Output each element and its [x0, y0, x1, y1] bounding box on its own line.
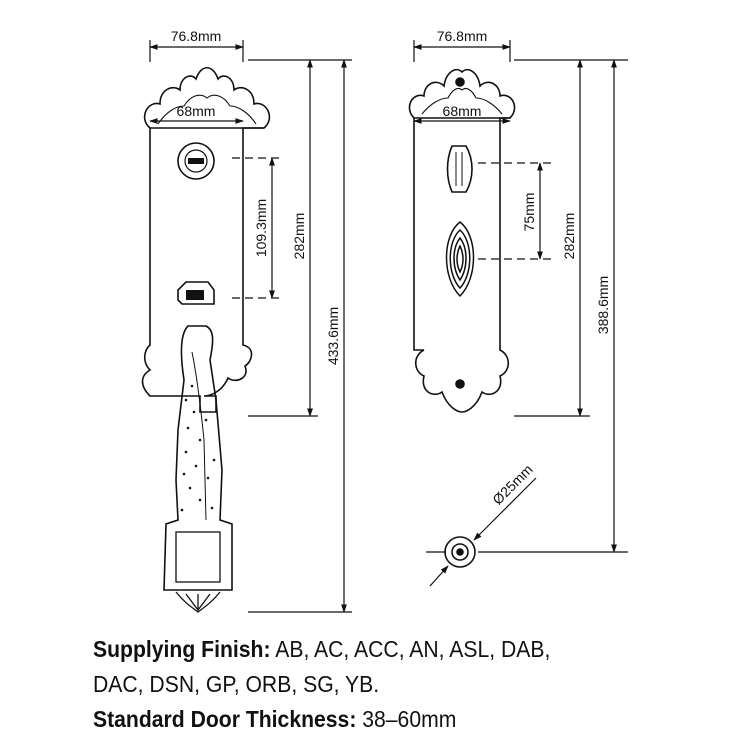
- exterior-inner-width-label: 68mm: [177, 103, 216, 119]
- key-cylinder-core: [184, 149, 208, 173]
- finish-values-line1: AB, AC, ACC, AN, ASL, DAB,: [270, 636, 551, 662]
- thumb-piece-button: [186, 290, 204, 300]
- interior-inner-width-label: 68mm: [443, 103, 482, 119]
- rosette-center: [456, 548, 464, 556]
- interior-width-label: 76.8mm: [437, 28, 488, 44]
- interior-dimensions: [413, 40, 628, 553]
- top-screw: [455, 77, 465, 87]
- diameter-leader-line-lower: [429, 565, 449, 587]
- finish-label: Supplying Finish:: [93, 636, 271, 662]
- thickness-line: Standard Door Thickness: 38–60mm: [93, 702, 682, 737]
- key-cylinder: [177, 142, 215, 180]
- cylinder-to-thumb-label: 109.3mm: [253, 199, 269, 257]
- exterior-plate-inner-band: [157, 94, 257, 125]
- exterior-width-label: 76.8mm: [171, 28, 222, 44]
- specifications-block: Supplying Finish: AB, AC, ACC, AN, ASL, …: [93, 632, 682, 737]
- finish-values-line2: DAC, DSN, GP, ORB, SG, YB.: [93, 671, 380, 697]
- diameter-leader-line: [473, 477, 537, 541]
- rosette-inner: [451, 543, 469, 561]
- exterior-grip-handle: [163, 325, 233, 591]
- rosette-detail: [426, 477, 537, 587]
- interior-plate-view: [408, 68, 516, 413]
- bottom-screw: [455, 379, 465, 389]
- exterior-handleset-view: [141, 66, 271, 613]
- finish-line: Supplying Finish: AB, AC, ACC, AN, ASL, …: [93, 632, 682, 667]
- keyway: [188, 158, 204, 164]
- thickness-label: Standard Door Thickness:: [93, 706, 357, 732]
- interior-overall-height-label: 388.6mm: [595, 276, 611, 334]
- thumb-piece: [177, 281, 215, 305]
- turn-to-knob-label: 75mm: [521, 193, 537, 232]
- exterior-overall-height-label: 433.6mm: [325, 307, 341, 365]
- grip-texture: [180, 384, 216, 512]
- thickness-value: 38–60mm: [356, 706, 457, 732]
- bottom-leaf-ornament: [175, 591, 221, 613]
- exterior-dimensions: [149, 40, 352, 613]
- interior-plate-inner-band: [421, 87, 503, 115]
- thumb-turn: [446, 145, 473, 193]
- exterior-escutcheon-plate: [141, 66, 271, 413]
- interior-knob: [445, 221, 475, 298]
- interior-escutcheon-plate: [408, 68, 516, 413]
- grip-bottom-frame: [175, 531, 221, 583]
- exterior-plate-height-label: 282mm: [291, 213, 307, 260]
- interior-plate-height-label: 282mm: [561, 213, 577, 260]
- exterior-grip-inner-line: [191, 351, 207, 521]
